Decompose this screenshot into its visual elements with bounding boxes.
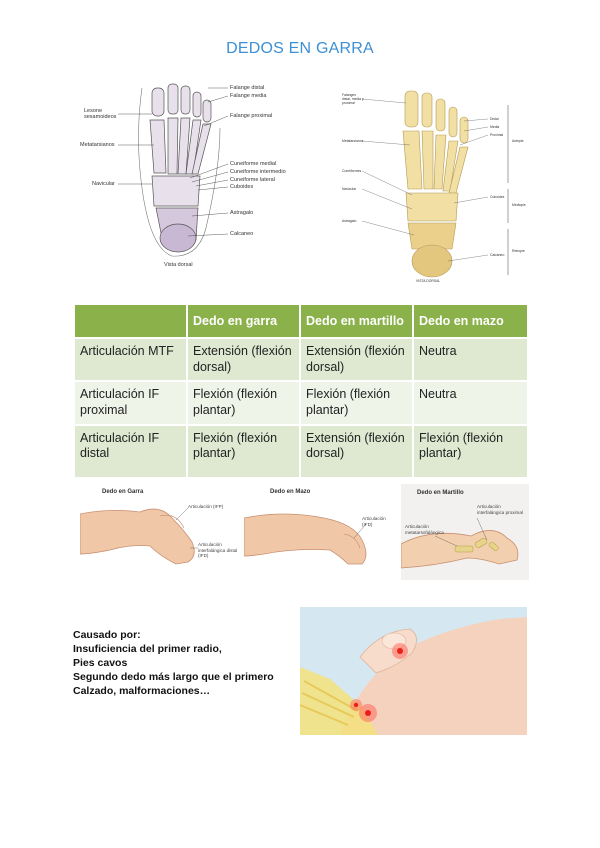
table-cell: Extensión (flexión dorsal) (300, 423, 414, 477)
foot-bones-illustration: Falanges distal, media y proximal Metata… (340, 85, 530, 285)
label-cuneiforme-lateral: Cuneiforme lateral (230, 177, 275, 183)
table-header-cell: Dedo en mazo (413, 305, 527, 338)
toe-label-mtf: Articulación metatarsofalángica (405, 524, 444, 535)
foot-pain-drawing (299, 607, 527, 735)
table-cell: Extensión (flexión dorsal) (187, 336, 301, 382)
label-calcaneo-2: Calcaneo (490, 253, 505, 257)
label-mediopie: Mediopie (512, 203, 526, 207)
table-cell: Extensión (flexión dorsal) (300, 336, 414, 382)
table-cell: Flexión (flexión plantar) (187, 423, 301, 477)
toe-label-ifp: Articulación (IFP) (188, 504, 224, 509)
foot-pain-illustration (299, 607, 527, 735)
table-row: Articulación IF proximal Flexión (flexió… (75, 380, 527, 425)
claw-toe-drawing (79, 507, 198, 565)
table-cell: Flexión (flexión plantar) (187, 380, 301, 425)
causes-block: Causado por: Insuficiencia del primer ra… (73, 628, 274, 698)
table-cell: Articulación IF distal (75, 423, 188, 477)
table-cell: Flexión (flexión plantar) (413, 423, 527, 477)
label-cuboides-2: Cuboides (490, 195, 505, 199)
label-retropie: Retropie (512, 249, 525, 253)
label-proximal: Proximal (490, 133, 504, 137)
figure2-caption: VISTA DORSAL (416, 279, 441, 283)
label-astragalo: Astragalo (230, 210, 254, 216)
toe-caption-martillo: Dedo en Martillo (417, 490, 464, 496)
causes-heading: Causado por: (73, 629, 141, 641)
foot-bones-drawing (361, 90, 509, 278)
toe-label-mazo-ifd: Articulación (IFD) (362, 516, 386, 527)
label-sesamoideos: Lesone sesamoideos (84, 108, 117, 121)
table-header-row: Dedo en garra Dedo en martillo Dedo en m… (75, 305, 527, 338)
label-cuneiforme-intermedio: Cuneiforme intermedio (230, 169, 286, 175)
label-calcaneo: Calcaneo (230, 231, 254, 237)
label-metatarsianos: Metatarsianos (80, 142, 115, 148)
label-media: Media (490, 125, 500, 129)
label-falange-media: Falange media (230, 93, 267, 99)
label-falange-distal: Falange distal (230, 85, 265, 91)
table-row: Articulación IF distal Flexión (flexión … (75, 423, 527, 477)
figure1-caption: Vista dorsal (164, 262, 193, 268)
toe-caption-garra: Dedo en Garra (102, 489, 144, 495)
hammer-toe-drawing (400, 484, 529, 580)
cause-item: Segundo dedo más largo que el primero (73, 671, 274, 683)
label-antepie: Antepie (512, 139, 524, 143)
label-navicular-2: Navicular (342, 187, 357, 191)
foot-skeleton-diagram: Lesone sesamoideos Metatarsianos Navicul… (80, 78, 305, 276)
table-header-cell: Dedo en garra (187, 305, 301, 338)
toe-label-ifd: Articulación interfalángica distal (IFD) (198, 542, 238, 558)
table-header-cell (75, 305, 188, 338)
label-cuneiforme-medial: Cuneiforme medial (230, 161, 277, 167)
foot-skeleton-drawing (118, 83, 229, 257)
cause-item: Calzado, malformaciones… (73, 685, 211, 697)
cause-item: Insuficiencia del primer radio, (73, 643, 222, 655)
comparison-table: Dedo en garra Dedo en martillo Dedo en m… (75, 305, 527, 477)
toe-illustration-martillo: Dedo en Martillo Articulación interfalán… (400, 484, 529, 580)
toe-caption-mazo: Dedo en Mazo (270, 489, 311, 495)
toe-illustration-garra: Dedo en Garra Articulación (IFP) Articul… (79, 484, 238, 574)
cause-item: Pies cavos (73, 657, 128, 669)
label-metatarsianos-2: Metatarsianos (342, 139, 364, 143)
toe-label-ifp-martillo: Articulación interfalángica proximal (477, 504, 523, 515)
table-cell: Neutra (413, 336, 527, 382)
table-cell: Flexión (flexión plantar) (300, 380, 414, 425)
table-row: Articulación MTF Extensión (flexión dors… (75, 336, 527, 382)
label-cuboides: Cuboides (230, 184, 254, 190)
label-navicular: Navicular (92, 181, 115, 187)
label-distal: Distal (490, 117, 499, 121)
table-cell: Neutra (413, 380, 527, 425)
label-astragalo-2: Astragalo (342, 219, 357, 223)
label-falanges: Falanges distal, media y proximal (342, 93, 364, 106)
table-cell: Articulación IF proximal (75, 380, 188, 425)
toe-illustration-mazo: Dedo en Mazo Articulación (IFD) (243, 484, 394, 574)
table-cell: Articulación MTF (75, 336, 188, 382)
label-cuneiformes: Cuneiformes (342, 169, 362, 173)
mallet-toe-drawing (243, 513, 367, 565)
page-title: DEDOS EN GARRA (226, 40, 374, 57)
table-header-cell: Dedo en martillo (300, 305, 414, 338)
label-falange-proximal: Falange proximal (230, 113, 273, 119)
